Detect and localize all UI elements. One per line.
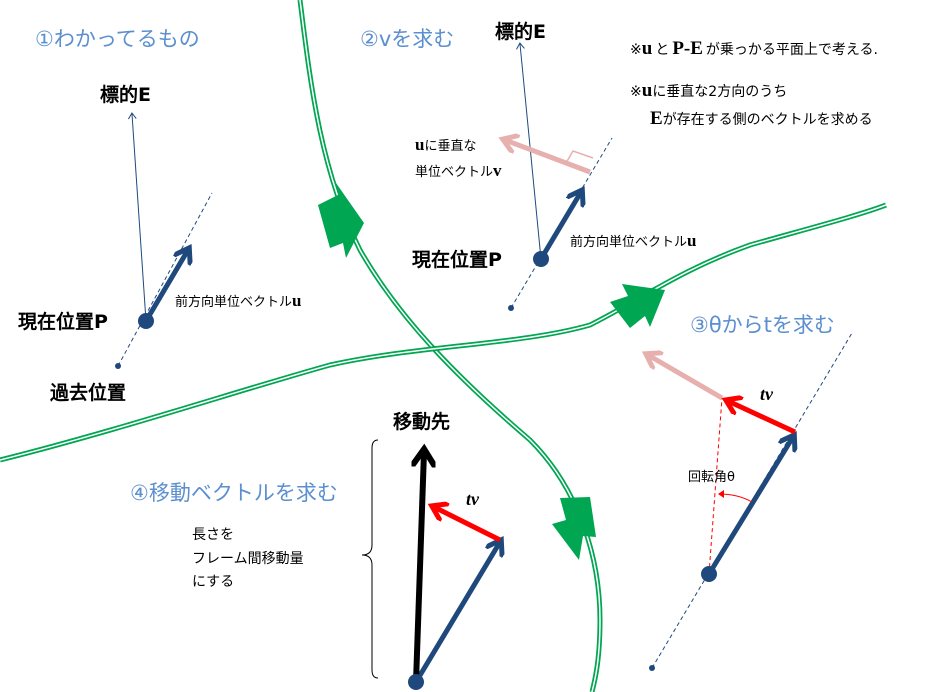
step2-label: ②vを求む: [360, 27, 454, 51]
rotation-angle-label: 回転角θ: [688, 470, 735, 485]
past-position-dot: [115, 363, 121, 369]
forward-vector: [413, 542, 500, 684]
destination-label: 移動先: [393, 410, 450, 433]
forward-vector-u: [538, 192, 581, 261]
tv-vector: [728, 401, 797, 435]
target-label: 標的E: [100, 83, 151, 106]
length-note-1: 長さを: [192, 527, 234, 543]
perpendicular-vector-v: [648, 355, 724, 401]
step3-label: ③θからtを求む: [690, 313, 835, 337]
forward-vector: [706, 437, 793, 576]
past-position-dot: [649, 665, 655, 671]
forward-vector-u: [143, 250, 188, 323]
panel-find-v: 標的E uに垂直な 単位ベクトルv 現在位置P 前方向単位ベクトルu: [412, 20, 696, 311]
direction-arrow-icon: [318, 183, 364, 258]
tv-label: tv: [760, 384, 774, 404]
road-horizontal: [0, 202, 887, 463]
rotation-angle-arc: [718, 490, 753, 503]
note-line2: ※uに垂直な2方向のうち: [630, 80, 787, 101]
length-brace: [361, 439, 379, 679]
panel-move-vector: 移動先 tv 長さを フレーム間移動量 にする: [192, 410, 500, 690]
current-position-label: 現在位置P: [18, 310, 108, 333]
direction-arrow-icon: [610, 284, 665, 328]
unit-v-label: 単位ベクトルv: [415, 161, 502, 180]
current-position-dot: [701, 566, 717, 582]
step4-label: ④移動ベクトルを求む: [130, 481, 338, 505]
perpendicular-vector-v: [505, 140, 591, 175]
current-position-dot: [138, 313, 154, 329]
forward-label: 前方向単位ベクトルu: [175, 291, 301, 310]
current-position-label: 現在位置P: [412, 248, 502, 271]
past-position-label: 過去位置: [50, 381, 126, 404]
note-line3: Eが存在する側のベクトルを求める: [650, 108, 873, 129]
current-position-dot: [408, 674, 424, 690]
panel-find-t: tv 回転角θ: [648, 332, 853, 671]
direction-arrow-icon: [552, 497, 596, 560]
past-position-dot: [508, 305, 514, 311]
tv-label: tv: [466, 489, 480, 509]
target-label: 標的E: [495, 20, 546, 43]
move-vector: [416, 452, 424, 683]
perp-label: uに垂直な: [415, 135, 476, 154]
current-position-dot: [533, 251, 549, 267]
length-note-2: フレーム間移動量: [192, 551, 304, 567]
forward-label: 前方向単位ベクトルu: [570, 231, 696, 250]
panel-known: 標的E 現在位置P 前方向単位ベクトルu 過去位置: [18, 83, 301, 404]
right-angle-mark: [565, 150, 594, 164]
step1-label: ①わかってるもの: [35, 27, 200, 51]
road-vertical: [297, 0, 603, 692]
tv-vector: [434, 507, 502, 543]
length-note-3: にする: [192, 574, 234, 590]
